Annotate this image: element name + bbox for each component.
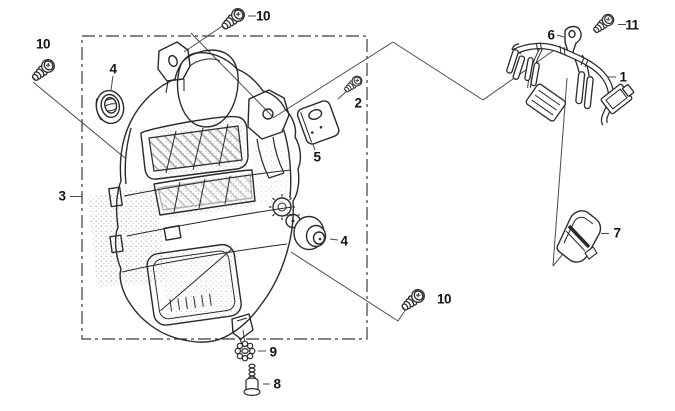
part-callout-9: 9: [269, 344, 277, 360]
part-callout-1: 1: [619, 69, 627, 85]
adjust-nut-9: [234, 340, 256, 362]
part-callout-6: 6: [547, 27, 555, 43]
part-callout-8: 8: [273, 376, 281, 392]
bracket-5: [296, 100, 340, 145]
upper-lens: [140, 115, 249, 180]
part-callout-5: 5: [313, 149, 321, 165]
part-callout-10: 10: [436, 291, 452, 307]
bolt-8: [243, 363, 261, 397]
screw-10-top: [218, 5, 248, 33]
top-bowl: [176, 49, 239, 128]
screw-10-top-left: [28, 56, 58, 85]
right-mount-tab: [247, 89, 290, 179]
headlight-unit-drawing: [88, 41, 302, 348]
center-clip: [163, 225, 182, 241]
grommet-4-right: [293, 215, 327, 251]
leader-lines: [32, 15, 626, 385]
screw-2: [341, 73, 365, 95]
part-callout-7: 7: [613, 225, 621, 241]
clamp-6: [564, 25, 582, 55]
beam-adjuster-gear: [269, 194, 302, 229]
part-callout-11: 11: [625, 17, 639, 33]
mid-lens-band: [153, 169, 256, 216]
part-callout-10: 10: [255, 8, 271, 24]
phantom-box: [81, 35, 368, 340]
lower-lens: [146, 243, 242, 326]
part-callout-3: 3: [58, 188, 66, 204]
part-callout-4: 4: [340, 233, 348, 249]
left-mount-tab: [157, 41, 191, 94]
part-callout-10: 10: [35, 36, 51, 52]
part-callout-2: 2: [354, 95, 362, 111]
screw-10-bottom-right: [398, 286, 428, 314]
screw-11: [590, 11, 617, 37]
part-callout-4: 4: [109, 61, 117, 77]
grommet-4-left: [95, 89, 125, 125]
wire-harness-1: [506, 42, 635, 126]
rubber-cap-7: [556, 210, 602, 263]
housing-outline: [114, 51, 302, 343]
